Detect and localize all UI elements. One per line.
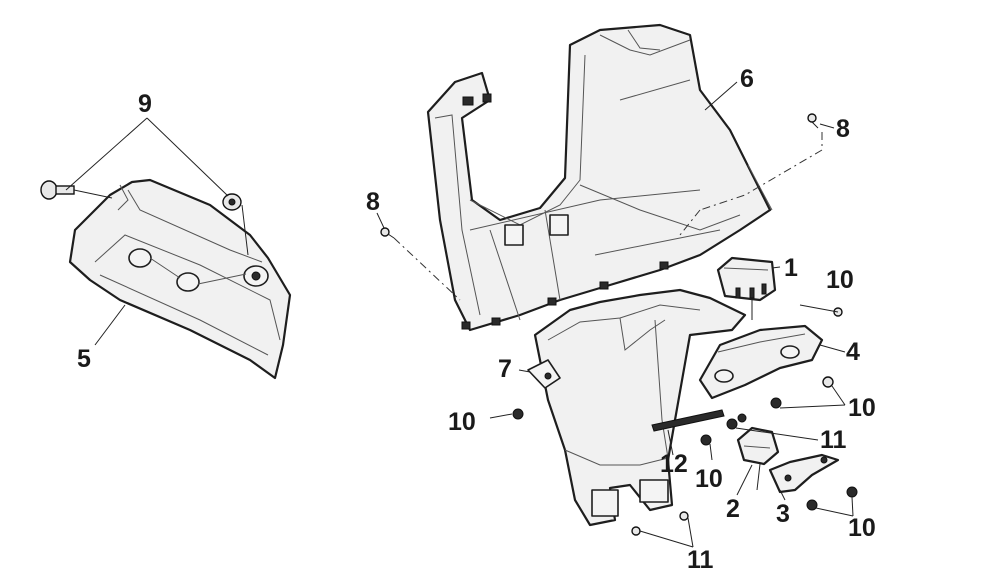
callout-8-right: 8 [836, 115, 850, 143]
part-8-screws [380, 113, 823, 301]
callout-4: 4 [846, 338, 860, 366]
part-2-connector [736, 426, 780, 491]
callout-10-top: 10 [826, 266, 854, 294]
callout-5: 5 [77, 345, 91, 373]
part-10-11-fasteners [489, 304, 858, 548]
part-4-bracket [698, 324, 824, 400]
part-12-strip [651, 409, 725, 432]
callout-10-left: 10 [448, 408, 476, 436]
callout-6: 6 [740, 65, 754, 93]
callout-11-bottom: 11 [687, 546, 714, 574]
callout-1: 1 [784, 254, 798, 282]
part-7-lower-cover [527, 288, 747, 527]
callout-10-mid-right: 10 [848, 394, 876, 422]
callout-10-bottom: 10 [848, 514, 876, 542]
callout-11-right: 11 [820, 426, 847, 454]
callout-12: 12 [660, 450, 688, 478]
callout-leaders [65, 81, 846, 501]
callout-10-center: 10 [695, 465, 723, 493]
callout-2: 2 [726, 495, 740, 523]
callout-8-left: 8 [366, 188, 380, 216]
callout-3: 3 [776, 500, 790, 528]
callout-9: 9 [138, 90, 152, 118]
part-5-side-cover [68, 178, 292, 380]
part-6-upper-cover [426, 23, 773, 332]
callout-7: 7 [498, 355, 512, 383]
part-3-small-bracket [768, 453, 840, 494]
part-9-fasteners [40, 180, 249, 256]
part-1-switch [716, 256, 777, 320]
